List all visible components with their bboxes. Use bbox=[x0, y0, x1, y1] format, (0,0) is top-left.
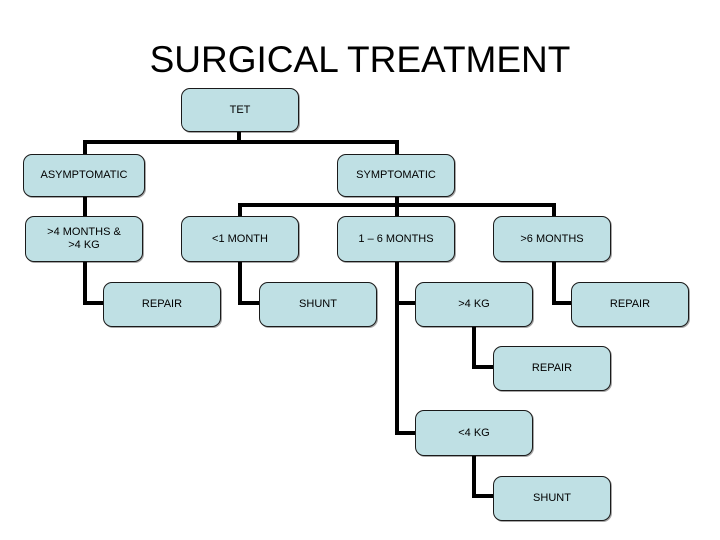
node-symptomatic-label: SYMPTOMATIC bbox=[356, 169, 436, 181]
node-repair-b-label: REPAIR bbox=[609, 298, 651, 310]
connector-gt6months-to-repair-v bbox=[552, 261, 556, 305]
connector-lt1month-to-shunt-h bbox=[238, 301, 262, 305]
node-repair-a-label: REPAIR bbox=[141, 298, 183, 310]
node-gt4months-gt4kg[interactable]: >4 MONTHS & >4 KG bbox=[25, 216, 143, 262]
connector-tet-stem bbox=[237, 131, 241, 144]
node-gt4kg-label: >4 KG bbox=[458, 298, 490, 310]
node-repair-c-label: REPAIR bbox=[531, 362, 573, 374]
connector-trunk-to-lt4kg bbox=[395, 431, 419, 435]
node-lt1month[interactable]: <1 MONTH bbox=[181, 216, 299, 262]
connector-months-to-repair-h bbox=[83, 301, 107, 305]
connector-lt1month-to-shunt-v bbox=[238, 261, 242, 305]
node-asymptomatic-label: ASYMPTOMATIC bbox=[40, 169, 128, 181]
node-one-to-six-label: 1 – 6 MONTHS bbox=[358, 232, 434, 245]
node-gt4kg[interactable]: >4 KG bbox=[415, 282, 533, 327]
page-title: SURGICAL TREATMENT bbox=[149, 39, 571, 80]
node-lt1month-label: <1 MONTH bbox=[212, 232, 268, 245]
node-gt6months-label: >6 MONTHS bbox=[520, 232, 584, 245]
node-asymptomatic[interactable]: ASYMPTOMATIC bbox=[23, 154, 145, 197]
connector-bus-to-asymptomatic bbox=[83, 140, 87, 157]
connector-bus-to-gt6months bbox=[552, 203, 556, 218]
node-lt4kg[interactable]: <4 KG bbox=[415, 410, 533, 456]
connector-one-to-six-trunk bbox=[395, 261, 399, 435]
node-repair-asymptomatic[interactable]: REPAIR bbox=[103, 282, 221, 327]
node-lt4kg-label: <4 KG bbox=[458, 426, 490, 439]
connector-trunk-to-gt4kg bbox=[395, 301, 419, 305]
connector-lt4kg-to-shunt-v bbox=[472, 454, 476, 498]
connector-bus-to-one-to-six bbox=[395, 203, 399, 218]
connector-symptomatic-stem bbox=[395, 195, 399, 207]
connector-lt4kg-to-shunt-h bbox=[472, 494, 497, 498]
node-tet-label: TET bbox=[229, 103, 251, 116]
node-shunt-a-label: SHUNT bbox=[299, 298, 337, 310]
connector-tet-bus bbox=[83, 140, 399, 144]
node-gt4months-line2: >4 KG bbox=[68, 239, 100, 251]
connector-months-to-repair-v bbox=[83, 261, 87, 305]
connector-gt4kg-to-repair-h bbox=[472, 365, 497, 369]
connector-bus-to-lt1month bbox=[238, 203, 242, 218]
node-gt6months[interactable]: >6 MONTHS bbox=[493, 216, 611, 262]
node-shunt-lt1month[interactable]: SHUNT bbox=[259, 282, 377, 327]
connector-bus-to-symptomatic bbox=[395, 140, 399, 157]
connector-gt4kg-to-repair-v bbox=[472, 325, 476, 369]
node-shunt-b-label: SHUNT bbox=[533, 492, 571, 504]
node-gt4months-line1: >4 MONTHS & bbox=[47, 226, 121, 238]
node-one-to-six-months[interactable]: 1 – 6 MONTHS bbox=[337, 216, 455, 262]
node-symptomatic[interactable]: SYMPTOMATIC bbox=[337, 154, 455, 197]
connector-asymptomatic-to-months bbox=[83, 195, 87, 218]
connector-gt6months-to-repair-h bbox=[552, 301, 575, 305]
node-repair-gt4kg[interactable]: REPAIR bbox=[493, 346, 611, 391]
node-tet[interactable]: TET bbox=[181, 88, 299, 132]
node-repair-gt6months[interactable]: REPAIR bbox=[571, 282, 689, 327]
node-shunt-lt4kg[interactable]: SHUNT bbox=[493, 476, 611, 521]
